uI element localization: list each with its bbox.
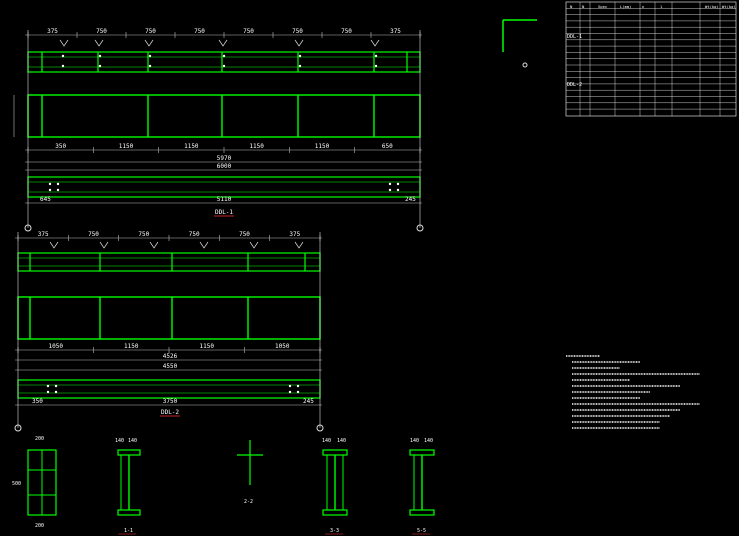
table-header-5: 1 — [660, 4, 663, 9]
beam1-top-dims: 375 750 750 750 750 750 750 375 — [27, 28, 421, 38]
beam2-label: DDL-2 — [161, 409, 179, 416]
beam2-flange-dim-2: 3750 — [163, 398, 178, 405]
table-header-0: N — [570, 4, 573, 9]
table-header-6: Wt(kg) — [705, 4, 719, 9]
beam1-drawing: 375 750 750 750 750 750 750 375 — [13, 28, 424, 232]
beam2-total-outer: 4550 — [163, 363, 178, 370]
beam1-top-dim-6: 750 — [341, 28, 352, 35]
beam1-elevation — [27, 94, 421, 138]
table-group-2: DDL-2 — [567, 82, 582, 88]
beam2-top-dim-2: 750 — [138, 231, 149, 238]
beam2-bottom-dim-1: 1150 — [124, 343, 139, 350]
beam1-top-dim-1: 750 — [96, 28, 107, 35]
section-a: 200 200 500 — [12, 436, 57, 529]
beam2-top-dim-1: 750 — [88, 231, 99, 238]
beam2-flange-dim-1: 350 — [32, 398, 43, 405]
section-5-label: 5-5 — [417, 528, 426, 534]
section-3-3: 140 140 3-3 — [322, 438, 348, 535]
beam2-bottom-dim-0: 1050 — [49, 343, 64, 350]
section-2-2: 2-2 — [237, 440, 263, 505]
beam1-label: DDL-1 — [215, 209, 233, 216]
beam1-top-dim-0: 375 — [47, 28, 58, 35]
table-header-1: N — [582, 4, 585, 9]
beam1-top-dim-4: 750 — [243, 28, 254, 35]
beam1-bottom-dim-1: 1150 — [119, 143, 134, 150]
beam2-top-dim-3: 750 — [189, 231, 200, 238]
beam1-bottom-flange — [27, 176, 421, 198]
section-1-1: 140 140 1-1 — [115, 438, 141, 535]
beam2-top-dim-5: 375 — [289, 231, 300, 238]
beam2-flange-dim-3: 245 — [303, 398, 314, 405]
beam1-bottom-dim-5: 650 — [382, 143, 393, 150]
beam1-total-inner: 5970 — [217, 155, 232, 162]
beam2-top-flange — [17, 252, 321, 272]
section-3-label: 3-3 — [330, 528, 339, 534]
beam2-bottom-dim-3: 1050 — [275, 343, 290, 350]
section-5-5: 140 140 5-5 — [409, 438, 435, 535]
beam1-total-outer: 6000 — [217, 163, 232, 170]
section-a-dim-top: 200 — [35, 436, 44, 442]
table-header-2: Spec — [598, 4, 607, 9]
beam1-top-dim-2: 750 — [145, 28, 156, 35]
section-views: 200 200 500 140 140 1-1 2-2 1 — [12, 436, 435, 535]
beam1-top-dim-3: 750 — [194, 28, 205, 35]
table-group-1: DDL-1 — [567, 34, 582, 40]
weld-detail-symbol — [502, 19, 537, 68]
beam1-bottom-dim-4: 1150 — [315, 143, 330, 150]
table-header-3: L(mm) — [620, 4, 631, 9]
beam1-bottom-dim-3: 1150 — [249, 143, 264, 150]
material-table: N N Spec L(mm) n 1 Wt(kg)Wt(kg) DDL-1 DDL-2 — [565, 1, 737, 117]
beam1-flange-dim-2: 5110 — [217, 196, 232, 203]
beam2-drawing: 375 750 750 750 750 375 1050 1150 1150 1050 4526… — [14, 231, 324, 432]
section-3-dim-1: 140 — [322, 438, 331, 444]
beam1-flange-dim-1: 645 — [40, 196, 51, 203]
section-1-dim-1: 140 — [115, 438, 124, 444]
beam1-bottom-dim-2: 1150 — [184, 143, 199, 150]
section-a-dim-left: 500 — [12, 481, 21, 487]
beam2-top-dim-4: 750 — [239, 231, 250, 238]
table-header-4: n — [642, 4, 644, 9]
beam2-top-dims: 375 750 750 750 750 375 — [17, 231, 321, 241]
beam2-elevation — [17, 296, 321, 340]
section-1-dim-2: 140 — [128, 438, 137, 444]
beam2-bottom-dims: 1050 1150 1150 1050 — [17, 343, 321, 353]
beam1-top-dim-7: 375 — [390, 28, 401, 35]
beam1-bottom-dims: 350 1150 1150 1150 1150 650 — [27, 143, 421, 153]
table-header-7: Wt(kg) — [722, 4, 736, 9]
section-3-dim-2: 140 — [337, 438, 346, 444]
beam2-total-inner: 4526 — [163, 353, 178, 360]
beam1-bottom-dim-0: 350 — [55, 143, 66, 150]
beam1-flange-dim-3: 245 — [405, 196, 416, 203]
section-1-label: 1-1 — [124, 528, 133, 534]
section-5-dim-1: 140 — [410, 438, 419, 444]
beam2-top-dim-0: 375 — [38, 231, 49, 238]
beam2-bottom-flange — [17, 379, 321, 399]
section-5-dim-2: 140 — [424, 438, 433, 444]
notes-block — [566, 355, 700, 429]
section-2-label: 2-2 — [244, 499, 253, 505]
beam1-top-dim-5: 750 — [292, 28, 303, 35]
section-a-dim-bottom: 200 — [35, 523, 44, 529]
beam2-bottom-dim-2: 1150 — [200, 343, 215, 350]
